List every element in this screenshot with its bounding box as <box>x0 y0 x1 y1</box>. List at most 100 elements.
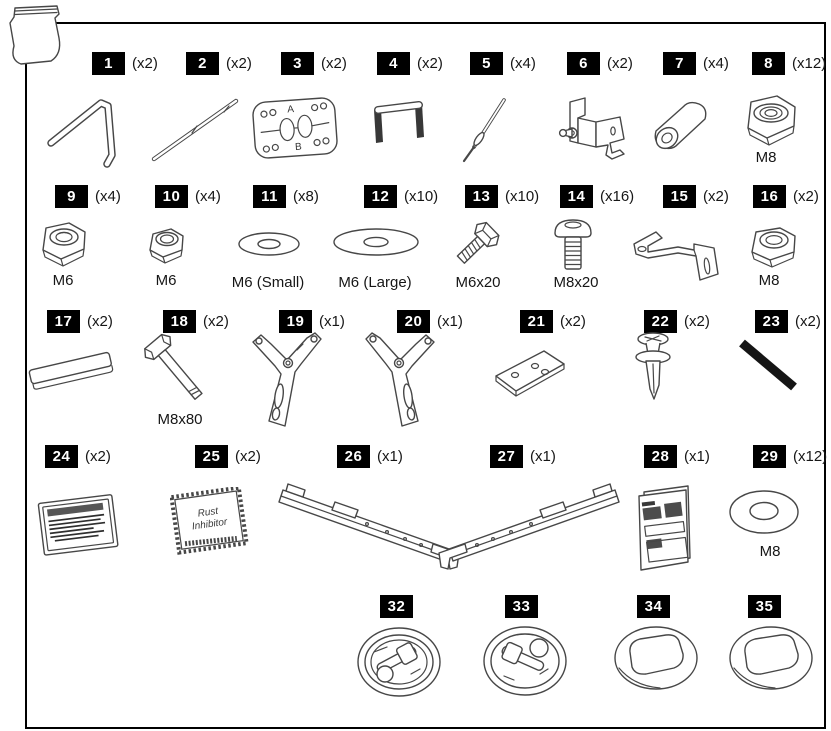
part-11-caption: M6 (Small) <box>231 274 305 291</box>
part-9-caption: M6 <box>52 272 74 289</box>
part-26-badge: 26 <box>337 445 370 468</box>
part-25-illustration: Rust Inhibitor <box>170 487 249 555</box>
part-22-badge: 22 <box>644 310 677 333</box>
part-29-caption: M8 <box>759 543 781 560</box>
part-2-badge: 2 <box>186 52 219 75</box>
part-17-qty: (x2) <box>87 313 113 330</box>
part-21-badge: 21 <box>520 310 553 333</box>
part-8-illustration <box>747 95 796 146</box>
part-26-qty: (x1) <box>377 448 403 465</box>
part-13-badge: 13 <box>465 185 498 208</box>
part-13-caption: M6x20 <box>455 274 501 291</box>
part-2-label: 2 (x2) <box>186 52 252 75</box>
part-32-label: 32 <box>380 595 420 618</box>
part-8-caption: M8 <box>755 149 777 166</box>
part-3-badge: 3 <box>281 52 314 75</box>
part-22-illustration <box>635 332 671 400</box>
part-21-label: 21 (x2) <box>520 310 586 333</box>
part-4-illustration <box>374 101 424 143</box>
part-34-illustration <box>614 626 698 690</box>
part-16-caption: M8 <box>758 272 780 289</box>
part-16-badge: 16 <box>753 185 786 208</box>
part-10-qty: (x4) <box>195 188 221 205</box>
part-12-caption: M6 (Large) <box>338 274 412 291</box>
part-2-illustration <box>151 98 239 162</box>
part-5-qty: (x4) <box>510 55 536 72</box>
part-27-qty: (x1) <box>530 448 556 465</box>
part-19-badge: 19 <box>279 310 312 333</box>
part-3-qty: (x2) <box>321 55 347 72</box>
part-1-qty: (x2) <box>132 55 158 72</box>
part-14-illustration <box>554 219 592 270</box>
part-20-illustration <box>365 332 435 427</box>
part-21-qty: (x2) <box>560 313 586 330</box>
part-23-illustration <box>739 339 797 391</box>
part-18-qty: (x2) <box>203 313 229 330</box>
part-25-qty: (x2) <box>235 448 261 465</box>
part-33-illustration <box>483 626 567 696</box>
part-19-qty: (x1) <box>319 313 345 330</box>
part-11-qty: (x8) <box>293 188 319 205</box>
part-20-label: 20 (x1) <box>397 310 463 333</box>
page-border <box>25 22 826 729</box>
part-1-illustration <box>47 99 116 168</box>
part-27-illustration <box>438 483 620 570</box>
part-27-label: 27 (x1) <box>490 445 556 468</box>
part-28-qty: (x1) <box>684 448 710 465</box>
part-3-label: 3 (x2) <box>281 52 347 75</box>
part-14-badge: 14 <box>560 185 593 208</box>
part-4-badge: 4 <box>377 52 410 75</box>
part-33-badge: 33 <box>505 595 538 618</box>
part-22-label: 22 (x2) <box>644 310 710 333</box>
part-7-label: 7(x4) <box>663 52 729 75</box>
part-15-qty: (x2) <box>703 188 729 205</box>
part-1-label: 1(x2) <box>92 52 158 75</box>
part-3-mark-a: A <box>287 104 295 115</box>
part-3-mark-b: B <box>295 142 303 153</box>
part-17-illustration <box>28 351 114 390</box>
part-20-qty: (x1) <box>437 313 463 330</box>
part-24-qty: (x2) <box>85 448 111 465</box>
part-17-label: 17(x2) <box>47 310 113 333</box>
part-6-qty: (x2) <box>607 55 633 72</box>
part-29-illustration <box>729 490 799 534</box>
part-12-badge: 12 <box>364 185 397 208</box>
part-23-label: 23(x2) <box>755 310 821 333</box>
part-8-qty: (x12) <box>792 55 827 72</box>
part-26-label: 26 (x1) <box>337 445 403 468</box>
part-35-badge: 35 <box>748 595 781 618</box>
part-4-qty: (x2) <box>417 55 443 72</box>
part-21-illustration <box>495 350 565 397</box>
part-29-qty: (x12) <box>793 448 828 465</box>
part-34-label: 34 <box>637 595 677 618</box>
part-19-illustration <box>252 332 322 427</box>
part-18-badge: 18 <box>163 310 196 333</box>
part-33-label: 33 <box>505 595 545 618</box>
part-25-text-line2: Inhibitor <box>191 517 228 533</box>
part-22-qty: (x2) <box>684 313 710 330</box>
part-9-illustration <box>42 222 86 267</box>
part-24-badge: 24 <box>45 445 78 468</box>
part-29-label: 29 (x12) <box>753 445 827 468</box>
part-6-badge: 6 <box>567 52 600 75</box>
part-34-badge: 34 <box>637 595 670 618</box>
part-28-label: 28 (x1) <box>644 445 710 468</box>
part-14-qty: (x16) <box>600 188 635 205</box>
part-18-caption: M8x80 <box>157 411 203 428</box>
part-23-badge: 23 <box>755 310 788 333</box>
part-5-badge: 5 <box>470 52 503 75</box>
part-20-badge: 20 <box>397 310 430 333</box>
part-7-illustration <box>654 101 707 150</box>
part-25-badge: 25 <box>195 445 228 468</box>
part-14-caption: M8x20 <box>553 274 599 291</box>
part-27-badge: 27 <box>490 445 523 468</box>
part-29-badge: 29 <box>753 445 786 468</box>
hardware-bag-icon <box>9 5 61 65</box>
part-5-label: 5 (x4) <box>470 52 536 75</box>
part-10-caption: M6 <box>155 272 177 289</box>
part-9-qty: (x4) <box>95 188 121 205</box>
part-2-qty: (x2) <box>226 55 252 72</box>
part-11-badge: 11 <box>253 185 286 208</box>
part-10-label: 10(x4) <box>155 185 221 208</box>
part-28-badge: 28 <box>644 445 677 468</box>
